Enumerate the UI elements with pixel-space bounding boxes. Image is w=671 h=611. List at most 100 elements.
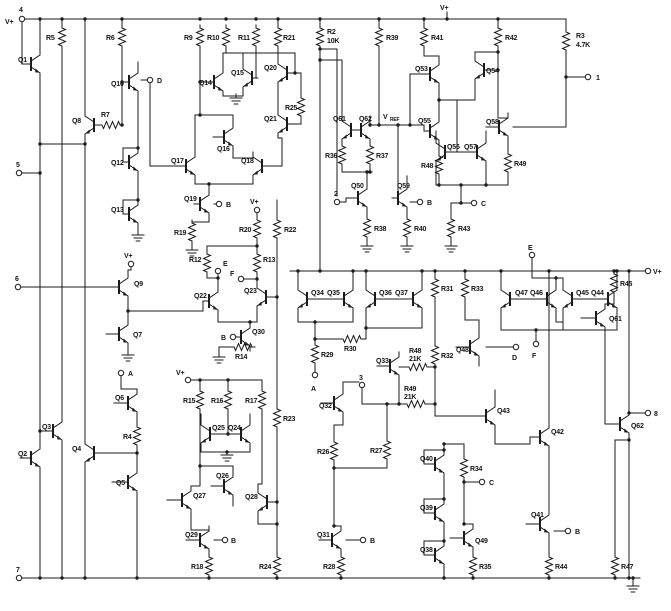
transistor-collector-Q35 — [343, 284, 354, 297]
resistor-R48b — [405, 362, 431, 372]
text-vplus-r15: V+ — [176, 370, 184, 377]
transistor-label-Q55: Q55 — [418, 118, 431, 125]
transistor-arrow-Q16 — [228, 141, 233, 146]
junction-dot — [496, 50, 500, 54]
junction-dot — [627, 269, 631, 273]
junction-dot — [38, 429, 42, 433]
transistor-arrow-Q35 — [348, 303, 353, 308]
transistor-arrow-Q7 — [123, 338, 128, 343]
resistor-R42 — [493, 24, 503, 50]
resistor-R22 — [272, 216, 282, 242]
transistor-collector-Q18 — [252, 151, 263, 164]
transistor-arrow-Q45 — [563, 303, 568, 308]
transistor-collector-Q41 — [539, 509, 550, 522]
junction-dot — [313, 320, 317, 324]
resistor-R49a — [503, 150, 513, 176]
resistor-R44 — [544, 553, 554, 579]
transistor-arrow-Q5 — [132, 486, 137, 491]
transistor-label-Q58: Q58 — [486, 119, 499, 126]
terminal-label-pin-2: 2 — [334, 191, 338, 198]
resistor-label-R32: R32 — [441, 353, 454, 360]
resistor-label-R29: R29 — [321, 352, 334, 359]
transistor-emitter-Q55 — [429, 133, 440, 146]
resistor-R7 — [98, 120, 124, 130]
resistor-label-R14: R14 — [235, 354, 248, 361]
resistor-label-R45: R45 — [620, 281, 633, 288]
transistor-arrow-Q62m — [365, 134, 370, 139]
transistor-label-Q12: Q12 — [111, 160, 124, 167]
resistor-R39 — [374, 24, 384, 50]
transistor-emitter-Q25 — [200, 436, 211, 449]
transistor-arrow-Q43 — [490, 420, 495, 425]
junction-dot — [275, 522, 279, 526]
transistor-label-Q1: Q1 — [18, 57, 27, 64]
transistor-emitter-Q49 — [463, 540, 474, 553]
resistor-value-R2: 10K — [327, 38, 339, 45]
junction-dot — [564, 75, 568, 79]
transistor-collector-Q44 — [607, 284, 618, 297]
junction-dot — [318, 17, 322, 21]
transistor-arrow-Q3 — [57, 435, 62, 440]
junction-dot — [313, 337, 317, 341]
junction-dot — [377, 123, 381, 127]
resistor-label-R2: R2 — [327, 29, 336, 36]
transistor-collector-Q30 — [240, 322, 251, 335]
junction-dot — [216, 276, 220, 280]
resistor-R33 — [460, 275, 470, 301]
resistor-label-R38: R38 — [374, 226, 387, 233]
transistor-collector-Q59 — [397, 183, 408, 196]
junction-dot — [126, 309, 130, 313]
text-node-D2: D — [512, 355, 517, 362]
transistor-label-Q5: Q5 — [116, 480, 125, 487]
resistor-R49b — [403, 399, 429, 409]
junction-dot — [365, 170, 369, 174]
transistor-emitter-Q20 — [277, 75, 288, 88]
resistor-label-R18: R18 — [191, 564, 204, 571]
junction-dot — [120, 17, 124, 21]
junction-dot — [462, 522, 466, 526]
transistor-collector-Q42 — [539, 422, 550, 435]
transistor-arrow-Q10 — [133, 86, 138, 91]
resistor-label-R41: R41 — [431, 35, 444, 42]
transistor-label-Q62m: Q62 — [359, 116, 372, 123]
transistor-emitter-Q41 — [539, 526, 550, 539]
transistor-label-Q26: Q26 — [216, 473, 229, 480]
junction-dot — [198, 17, 202, 21]
transistor-arrow-Q12 — [133, 166, 138, 171]
transistor-label-Q48: Q48 — [456, 347, 469, 354]
transistor-emitter-Q2 — [30, 460, 41, 473]
transistor-arrow-Q19 — [204, 208, 209, 213]
transistor-arrow-Q56 — [436, 156, 441, 161]
transistor-label-Q62r: Q62 — [631, 423, 644, 430]
transistor-emitter-Q62r — [619, 426, 630, 439]
transistor-collector-Q45 — [562, 284, 573, 297]
junction-dot — [275, 295, 279, 299]
transistor-arrow-Q59 — [402, 202, 407, 207]
transistor-label-Q38: Q38 — [420, 547, 433, 554]
transistor-arrow-Q40 — [439, 468, 444, 473]
transistor-arrow-Q30 — [245, 341, 250, 346]
transistor-emitter-Q45 — [562, 301, 573, 314]
transistor-collector-Q62r — [619, 409, 630, 422]
transistor-arrow-Q22 — [213, 305, 218, 310]
transistor-collector-Q31 — [331, 525, 342, 538]
transistor-arrow-Q32 — [338, 407, 343, 412]
text-node-B-q19: B — [226, 202, 231, 209]
transistor-collector-Q19 — [199, 189, 210, 202]
text-node-B5: B — [231, 538, 236, 545]
terminal-pin-5 — [15, 169, 23, 177]
junction-dot — [499, 269, 503, 273]
transistor-arrow-Q9 — [123, 291, 128, 296]
resistor-R24 — [272, 553, 282, 579]
transistor-label-Q46: Q46 — [530, 290, 543, 297]
transistor-emitter-Q59 — [397, 200, 408, 213]
resistor-label-R19: R19 — [174, 230, 187, 237]
transistor-label-Q9: Q9 — [134, 281, 143, 288]
transistor-collector-Q23 — [256, 282, 267, 295]
resistor-R9 — [195, 24, 205, 50]
junction-dot — [385, 402, 389, 406]
transistor-label-Q23: Q23 — [244, 288, 257, 295]
junction-dot — [351, 269, 355, 273]
junction-dot — [437, 183, 441, 187]
